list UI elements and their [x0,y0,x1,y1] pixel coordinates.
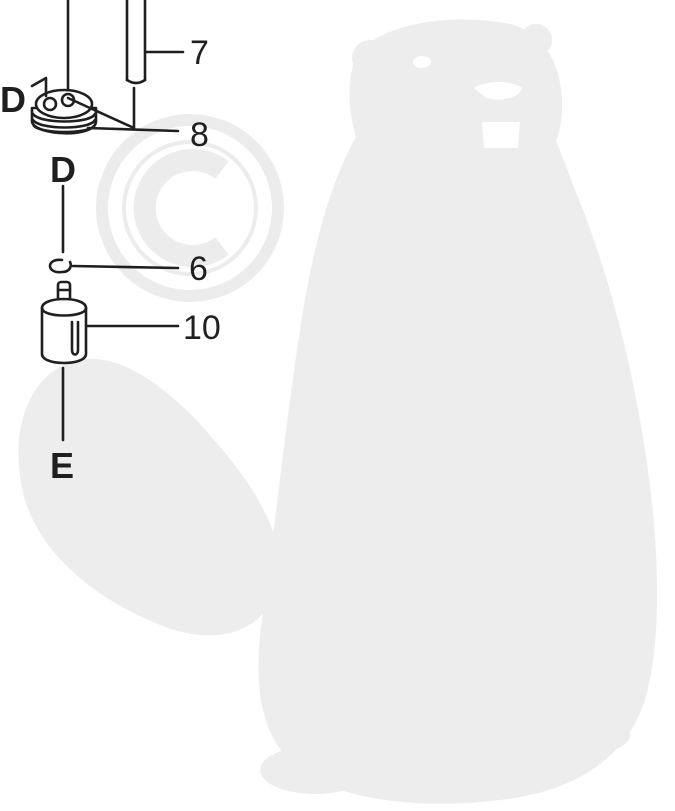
watermark-beaver-eye [413,56,431,68]
watermark-beaver-body [258,100,658,804]
part-6-callout-line [71,264,180,270]
watermark-beaver-ear-left [352,40,388,76]
watermark-beaver-nose [474,82,522,100]
watermark-copyright-icon [96,114,284,302]
watermark-beaver-paw-right [536,317,584,343]
callout-6: 6 [189,250,208,288]
marker-d-left: D [0,79,26,120]
part-8-callout-line [86,126,180,133]
watermark-beaver-foot-right [540,715,630,755]
fuel-filter [40,280,88,365]
callout-8: 8 [190,116,209,154]
watermark-beaver-teeth [482,122,520,148]
marker-d-left-leader [30,76,48,98]
watermark-beaver [18,19,658,804]
callout-10: 10 [183,309,221,347]
marker-e: E [50,445,74,486]
watermark-beaver-foot-left [260,746,370,794]
fuel-hose [125,0,147,85]
watermark-beaver-paw-left [444,306,496,334]
part-8-leader [66,86,136,130]
watermark-beaver-ear-right [520,24,552,56]
o-ring [48,258,73,274]
watermark-beaver-tail [18,358,280,636]
marker-d-below: D [50,149,76,190]
watermark-beaver-head [349,19,563,200]
callout-7: 7 [190,34,209,72]
tank-cap [30,88,98,135]
